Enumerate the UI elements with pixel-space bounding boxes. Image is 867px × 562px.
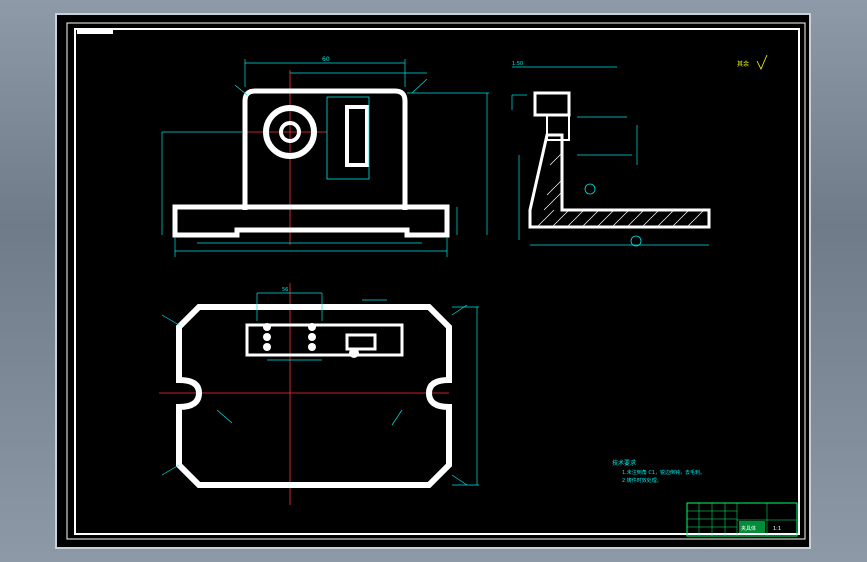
drawing-inner-border [74,28,800,535]
plan-top-dimension: 56 [282,287,288,293]
side-clamp-screw [546,114,570,141]
side-top-dimension-a: 1:50 [512,61,523,67]
front-dimensions [161,59,489,257]
side-datum-symbol-bottom [630,235,642,247]
side-section-hatch [536,152,705,228]
side-datum-symbol [584,183,596,195]
notes-line-2: 2.铸件时效处理。 [622,477,662,484]
border-corner-mark [77,30,113,34]
notes-line-1: 1.未注倒角 C1，锐边倒钝，去毛刺。 [622,469,705,476]
cad-drawing-canvas: 60 1:50 [66,22,806,540]
plan-slot [345,333,377,351]
plan-bolt-holes [263,323,359,358]
title-block-scale: 1:1 [773,526,781,532]
front-view: 60 [161,56,489,257]
adjust-slot [345,105,369,167]
side-profile-outline [528,133,711,229]
side-clamp-block [533,91,571,117]
title-block-drawing-title: 夹具体 [741,525,756,532]
bearing-hole-inner [279,121,301,143]
upright-outline [242,88,408,210]
plan-dimensions [161,292,479,486]
base-plate-outline [172,204,450,238]
slot-hidden-lines [326,96,370,180]
cad-viewport[interactable]: 60 1:50 [55,13,811,549]
side-dimensions [511,66,709,246]
drawing-outer-border [66,22,806,540]
title-block: 夹具体 1:1 [686,502,798,537]
plan-base-outline [176,304,452,488]
notes-heading: 技术要求 [612,459,636,467]
plan-view: 56 [159,283,479,505]
side-view: 1:50 [511,61,711,247]
front-top-dimension: 60 [322,56,330,63]
plan-upright-outline [245,323,404,357]
bearing-hole-outer [263,105,317,159]
corner-roughness-mark: 其余 [737,60,749,68]
roughness-symbol [756,54,768,70]
technical-notes: 技术要求 1.未注倒角 C1，锐边倒钝，去毛刺。 2.铸件时效处理。 [612,459,705,484]
